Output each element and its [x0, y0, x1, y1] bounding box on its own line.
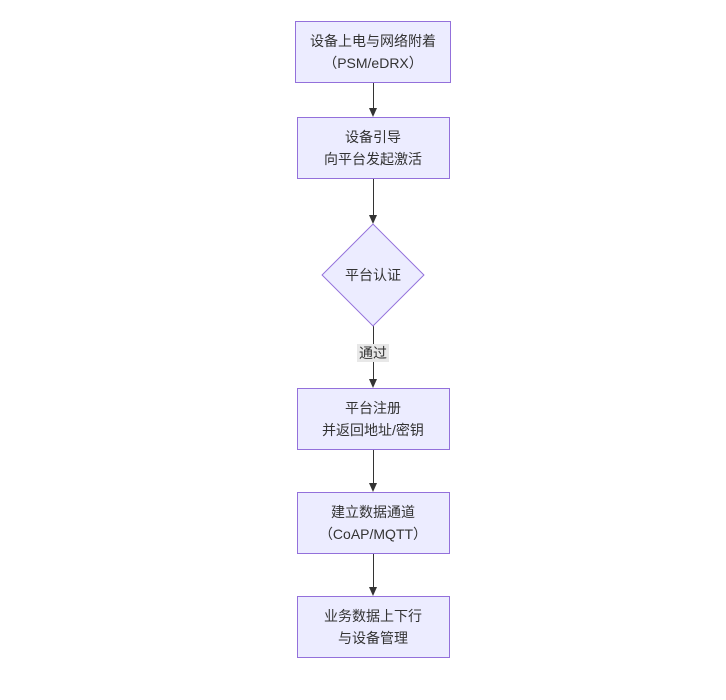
- edge-label: 通过: [357, 344, 389, 362]
- node-text-line: 设备上电与网络附着: [310, 33, 436, 49]
- flow-node-platform-auth: 平台认证: [321, 223, 425, 327]
- node-text-line: 平台注册: [345, 400, 401, 416]
- node-text-line: 建立数据通道: [331, 504, 415, 520]
- node-text-line: 业务数据上下行: [324, 608, 422, 624]
- edge-line: [372, 326, 374, 344]
- edge-line: [372, 179, 374, 216]
- node-text-line: （PSM/eDRX）: [323, 55, 423, 71]
- node-text-line: 设备引导: [345, 129, 401, 145]
- node-text-line: 平台认证: [345, 267, 401, 283]
- node-text-line: （CoAP/MQTT）: [318, 526, 428, 542]
- arrow-down-icon: [363, 450, 383, 492]
- edge-line: [372, 554, 374, 588]
- arrowhead-icon: [369, 108, 377, 117]
- edge-line: [372, 83, 374, 109]
- arrow-down-labeled: 通过: [357, 326, 389, 388]
- node-text-line: 与设备管理: [338, 630, 408, 646]
- arrowhead-icon: [369, 215, 377, 224]
- flowchart-column: 设备上电与网络附着 （PSM/eDRX） 设备引导 向平台发起激活 平台认证 通…: [295, 21, 451, 658]
- edge-line: [372, 450, 374, 484]
- arrowhead-icon: [369, 587, 377, 596]
- arrow-down-icon: [363, 179, 383, 224]
- flow-node-power-attach: 设备上电与网络附着 （PSM/eDRX）: [295, 21, 451, 83]
- flow-node-data-channel: 建立数据通道 （CoAP/MQTT）: [296, 492, 450, 554]
- flow-node-register: 平台注册 并返回地址/密钥: [296, 388, 450, 450]
- arrow-down-icon: [363, 83, 383, 117]
- arrow-down-icon: [363, 554, 383, 596]
- arrowhead-icon: [369, 379, 377, 388]
- node-text-line: 向平台发起激活: [324, 151, 422, 167]
- arrowhead-icon: [369, 483, 377, 492]
- node-text-line: 并返回地址/密钥: [322, 422, 424, 438]
- flow-node-business-data: 业务数据上下行 与设备管理: [296, 596, 450, 658]
- edge-line: [372, 362, 374, 380]
- flow-node-bootstrap: 设备引导 向平台发起激活: [296, 117, 450, 179]
